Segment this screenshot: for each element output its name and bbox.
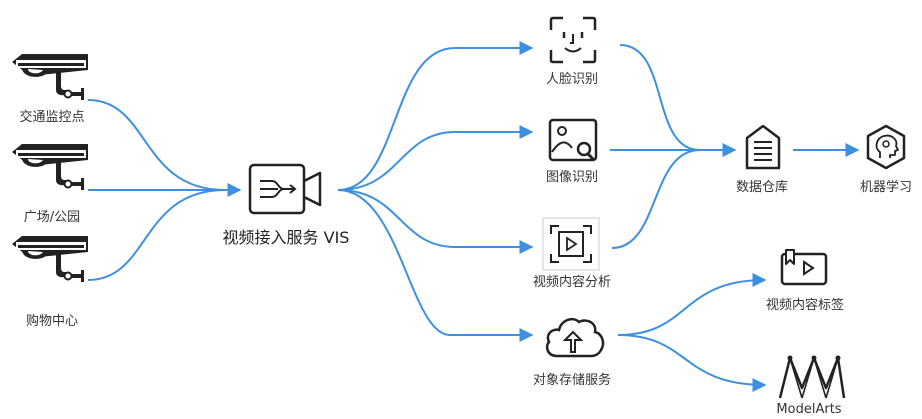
tagging-label: 视频内容标签 [765, 298, 845, 313]
source-label-square: 广场/公园 [23, 210, 81, 225]
cctv-camera-icon [11, 235, 89, 283]
service-label-obs: 对象存储服务 [532, 373, 612, 388]
cloud-upload-icon [545, 318, 605, 358]
cctv-camera-icon [11, 53, 89, 101]
flow-obs-to-modelarts [617, 334, 767, 392]
warehouse-label: 数据仓库 [735, 180, 789, 195]
flows-services [337, 41, 534, 342]
video-access-icon [248, 163, 322, 215]
flow-vis-to-obs [337, 189, 534, 342]
service-label-video-analysis: 视频内容分析 [532, 275, 612, 290]
image-recognition-icon [548, 118, 598, 162]
video-tag-icon [780, 249, 828, 286]
flow-vis-to-video-analysis [337, 189, 534, 254]
flows-obs [617, 273, 767, 392]
face-recognition-icon [549, 16, 597, 64]
flow-mall-to-vis [87, 189, 226, 281]
service-label-image: 图像识别 [545, 170, 599, 185]
hub-label: 视频接入服务 VIS [222, 228, 350, 247]
source-label-mall: 购物中心 [25, 314, 79, 329]
flow-vis-to-face [337, 41, 534, 191]
source-label-traffic: 交通监控点 [19, 110, 85, 125]
flow-analysis-to-warehouse [611, 149, 701, 249]
flow-traffic-to-vis [87, 99, 226, 191]
ml-label: 机器学习 [859, 180, 913, 195]
service-label-face: 人脸识别 [545, 72, 599, 87]
video-analysis-icon [542, 217, 600, 271]
flow-vis-to-image [337, 125, 534, 191]
modelarts-label: ModelArts [776, 402, 842, 417]
flows-sources [87, 99, 226, 281]
data-warehouse-icon [745, 124, 781, 170]
machine-learning-head-icon [866, 124, 906, 170]
flow-face-to-warehouse [619, 44, 701, 151]
flow-obs-to-tagging [617, 273, 767, 336]
cctv-camera-icon [11, 143, 89, 191]
modelarts-logo-icon [778, 355, 846, 399]
flows-warehouse [610, 44, 701, 249]
